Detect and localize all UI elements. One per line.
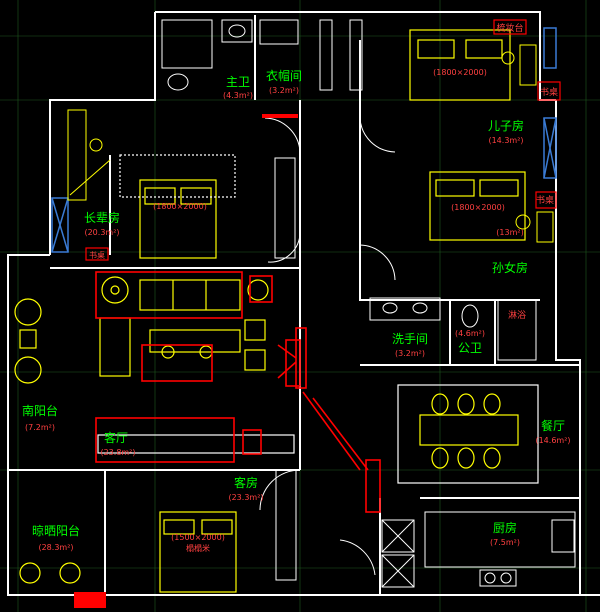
son-room-area: (14.3m²)	[488, 136, 523, 145]
granddaughter-room-name: 孙女房	[492, 260, 528, 275]
elder-tag-label: 书桌	[89, 250, 105, 260]
cloakroom-area: (3.2m²)	[269, 86, 299, 95]
shower-label: 淋浴	[508, 309, 526, 321]
note-boxes	[85, 19, 561, 261]
desks	[501, 44, 554, 243]
south-balcony-name: 南阳台	[22, 403, 58, 418]
kitchen-name: 厨房	[493, 520, 517, 535]
drying-balcony-area: (28.3m²)	[38, 543, 73, 552]
beds	[119, 29, 526, 593]
living-room-area: (23.8m²)	[100, 448, 135, 457]
kitchen-fixtures	[381, 511, 576, 588]
guest-room-name: 客房	[234, 475, 258, 490]
room-labels: 主卫 (4.3m²) 衣帽间 (3.2m²) 儿子房 (14.3m²) 长辈房 …	[22, 68, 571, 552]
master-bath-name: 主卫	[226, 75, 250, 89]
drying-balcony-name: 晾晒阳台	[32, 523, 80, 538]
public-bath-area: (4.6m²)	[455, 329, 485, 338]
windows	[51, 27, 557, 253]
elder-desk	[67, 109, 111, 201]
son-tag-label: 书桌	[536, 194, 554, 206]
red-highlights	[95, 271, 381, 513]
south-balcony-area: (7.2m²)	[25, 423, 55, 432]
red-door-mark	[262, 114, 298, 118]
dining-room-area: (14.6m²)	[535, 436, 570, 445]
granddaughter-bed-dim: (1800×2000)	[451, 203, 505, 212]
walls	[7, 11, 600, 596]
dining-table	[397, 384, 539, 484]
dining-room-name: 餐厅	[541, 418, 565, 433]
red-marker	[74, 592, 106, 608]
guest-bed-dim: (1500×2000)	[171, 533, 225, 542]
guest-room-area: (23.3m²)	[228, 493, 263, 502]
kitchen-area: (7.5m²)	[490, 538, 520, 547]
public-bath-name: 公卫	[458, 341, 482, 355]
guest-bed-note: 榻榻米	[186, 543, 210, 553]
doors	[259, 117, 396, 576]
balcony-chairs	[14, 298, 81, 584]
gr-desk-label: 书桌	[540, 86, 558, 98]
cloakroom-name: 衣帽间	[266, 68, 302, 83]
living-room-name: 客厅	[104, 430, 128, 445]
elder-bed-dim: (1800×2000)	[153, 202, 207, 211]
son-bed-dim: (1800×2000)	[433, 68, 487, 77]
master-bath-area: (4.3m²)	[223, 91, 253, 100]
elder-room-area: (20.3m²)	[84, 228, 119, 237]
bath-fixtures	[161, 19, 537, 361]
washroom-name: 洗手间	[392, 332, 428, 346]
elder-room-name: 长辈房	[84, 210, 120, 225]
granddaughter-room-area: (13m²)	[496, 228, 523, 237]
son-desk-label: 梳妆台	[496, 22, 523, 34]
washroom-area: (3.2m²)	[395, 349, 425, 358]
son-room-name: 儿子房	[488, 118, 524, 133]
